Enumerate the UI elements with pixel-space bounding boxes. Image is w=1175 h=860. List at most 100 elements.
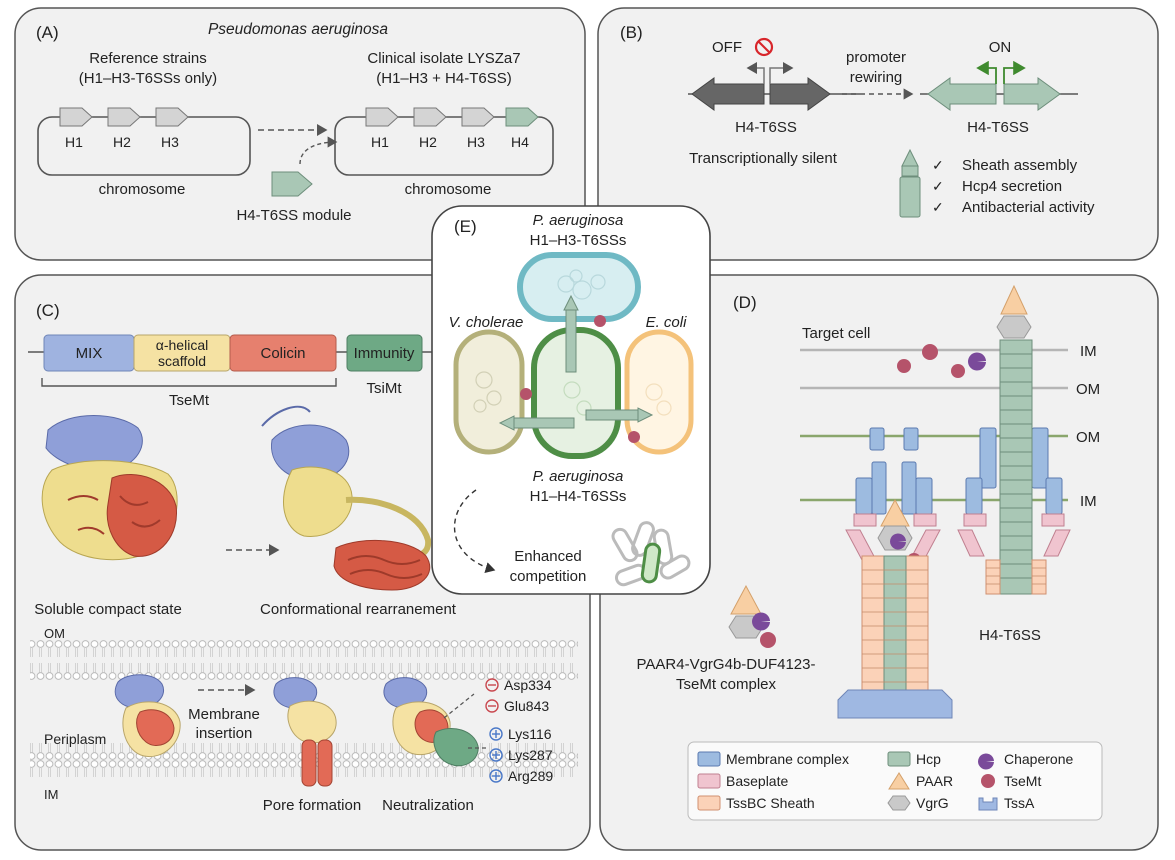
- residue-lys116: Lys116: [508, 726, 552, 742]
- panel-a-label: (A): [36, 23, 59, 42]
- panel-e: (E) P. aeruginosa H1–H3-T6SSs V. cholera…: [431, 205, 711, 595]
- enhanced-label-2: competition: [510, 568, 587, 585]
- check-1-label: Sheath assembly: [962, 157, 1078, 174]
- gene-h4-shape: [505, 107, 539, 127]
- top-pa-cell: [517, 252, 641, 322]
- clinical-gene-h3-label: H3: [467, 134, 485, 150]
- outer-membrane-bilayer: [30, 640, 578, 680]
- im-label: IM: [44, 787, 58, 802]
- chaperone-icon-target: [968, 352, 986, 371]
- om-label: OM: [44, 626, 65, 641]
- neutralization-label: Neutralization: [382, 797, 474, 814]
- panel-d-label: (D): [733, 293, 757, 312]
- panel-e-label: (E): [454, 217, 477, 236]
- top-cell-nucleoid: [557, 269, 606, 300]
- tsemt-e-2: [520, 388, 532, 400]
- silent-label: Transcriptionally silent: [689, 150, 838, 167]
- legend-hcp: Hcp: [916, 751, 941, 767]
- membrane-insertion-protein: [114, 674, 181, 758]
- legend-baseplate: Baseplate: [726, 773, 788, 789]
- soluble-structure: [41, 415, 178, 561]
- tsemt-e-3: [628, 431, 640, 443]
- tssa-left: [837, 689, 953, 719]
- off-label: OFF: [712, 39, 742, 56]
- colicin-domain: [229, 334, 337, 372]
- hcp-tube-right: [999, 339, 1033, 595]
- tsemt-label: TseMt: [169, 392, 210, 409]
- h4-module-label: H4-T6SS module: [236, 207, 351, 224]
- legend-swatch-tssa: [978, 797, 998, 811]
- tsemt-bracket: [41, 378, 337, 387]
- check-2-mark: ✓: [932, 178, 944, 194]
- off-gene-left: [691, 77, 765, 111]
- residue-arg289: Arg289: [508, 768, 553, 784]
- on-promoter-right: [1003, 60, 1026, 84]
- gene-h3-label: H3: [161, 134, 179, 150]
- clinical-isolate-sublabel: (H1–H3 + H4-T6SS): [376, 70, 511, 87]
- paar4-complex: [728, 584, 776, 648]
- sheath-right-contracted: [985, 559, 1047, 595]
- legend-tsemt: TseMt: [1004, 773, 1041, 789]
- scaffold-domain-label-1: α-helical: [156, 337, 208, 353]
- gene-h1-shape: [59, 107, 93, 127]
- rewiring-label-1: promoter: [846, 49, 906, 66]
- residue-glu843: Glu843: [504, 698, 549, 714]
- on-gene-left: [927, 77, 997, 111]
- top-t6ss-label: H1–H3-T6SSs: [530, 232, 627, 249]
- panel-a-frame: [14, 7, 586, 261]
- rearranged-structure: [261, 405, 432, 591]
- tsemt-effector-3: [951, 364, 965, 378]
- vgrg-right: [996, 315, 1032, 339]
- sheath-icon: [899, 148, 921, 218]
- panel-a: (A) Pseudomonas aeruginosa Reference str…: [14, 7, 586, 261]
- enhanced-label-1: Enhanced: [514, 548, 582, 565]
- positive-charge-icon-2: [489, 748, 503, 762]
- residue-asp334: Asp334: [504, 677, 552, 693]
- periplasm-label: Periplasm: [44, 731, 106, 747]
- clinical-isolate-label: Clinical isolate LYSZa7: [367, 50, 520, 67]
- complex-label-2: TseMt complex: [676, 676, 777, 693]
- legend-paar: PAAR: [916, 773, 953, 789]
- sheath-left: [861, 555, 929, 691]
- panel-d: (D) Target cell IM OM OM IM: [599, 274, 1159, 851]
- on-locus-label: H4-T6SS: [967, 119, 1029, 136]
- gene-h2-shape: [107, 107, 141, 127]
- clinical-gene-h1-label: H1: [371, 134, 389, 150]
- reference-strains-sublabel: (H1–H3-T6SSs only): [79, 70, 217, 87]
- off-promoter-right: [769, 62, 794, 84]
- conformational-label: Conformational rearranement: [260, 601, 457, 618]
- tsemt-e-1: [594, 315, 606, 327]
- residue-lys287: Lys287: [508, 747, 553, 763]
- clinical-gene-h4-label: H4: [511, 134, 529, 150]
- panel-b: (B) OFF H4-T6SS Transcriptionally silent…: [597, 7, 1159, 261]
- legend-swatch-chaperone: [978, 753, 994, 770]
- reference-strains-label: Reference strains: [89, 50, 207, 67]
- immunity-domain-label: Immunity: [354, 345, 415, 362]
- clinical-gene-h2-label: H2: [419, 134, 437, 150]
- cell-cluster: [611, 521, 691, 587]
- legend-chaperone: Chaperone: [1004, 751, 1073, 767]
- on-promoter-left: [976, 60, 997, 84]
- negative-charge-icon-1: [485, 678, 499, 692]
- check-2-label: Hcp4 secretion: [962, 178, 1062, 195]
- scaffold-domain-label-2: scaffold: [158, 353, 206, 369]
- positive-charge-icon-3: [489, 769, 503, 783]
- clinical-genes: [365, 107, 539, 127]
- insertion-label-1: Membrane: [188, 706, 260, 723]
- legend-membrane: Membrane complex: [726, 751, 849, 767]
- h4-t6ss-label: H4-T6SS: [979, 627, 1041, 644]
- competition-arrow: [453, 489, 496, 574]
- off-promoter-left: [746, 62, 765, 84]
- prohibited-icon: [754, 37, 774, 57]
- gene-h3-shape: [155, 107, 189, 127]
- pore-label: Pore formation: [263, 797, 361, 814]
- gene-h2-label: H2: [113, 134, 131, 150]
- reference-chromosome: [37, 116, 251, 176]
- positive-charge-icon-1: [489, 727, 503, 741]
- bottom-species-label: P. aeruginosa: [533, 468, 624, 485]
- legend-sheath: TssBC Sheath: [726, 795, 815, 811]
- on-gene-right: [1003, 77, 1061, 111]
- paar-right: [1000, 284, 1028, 315]
- off-locus-label: H4-T6SS: [735, 119, 797, 136]
